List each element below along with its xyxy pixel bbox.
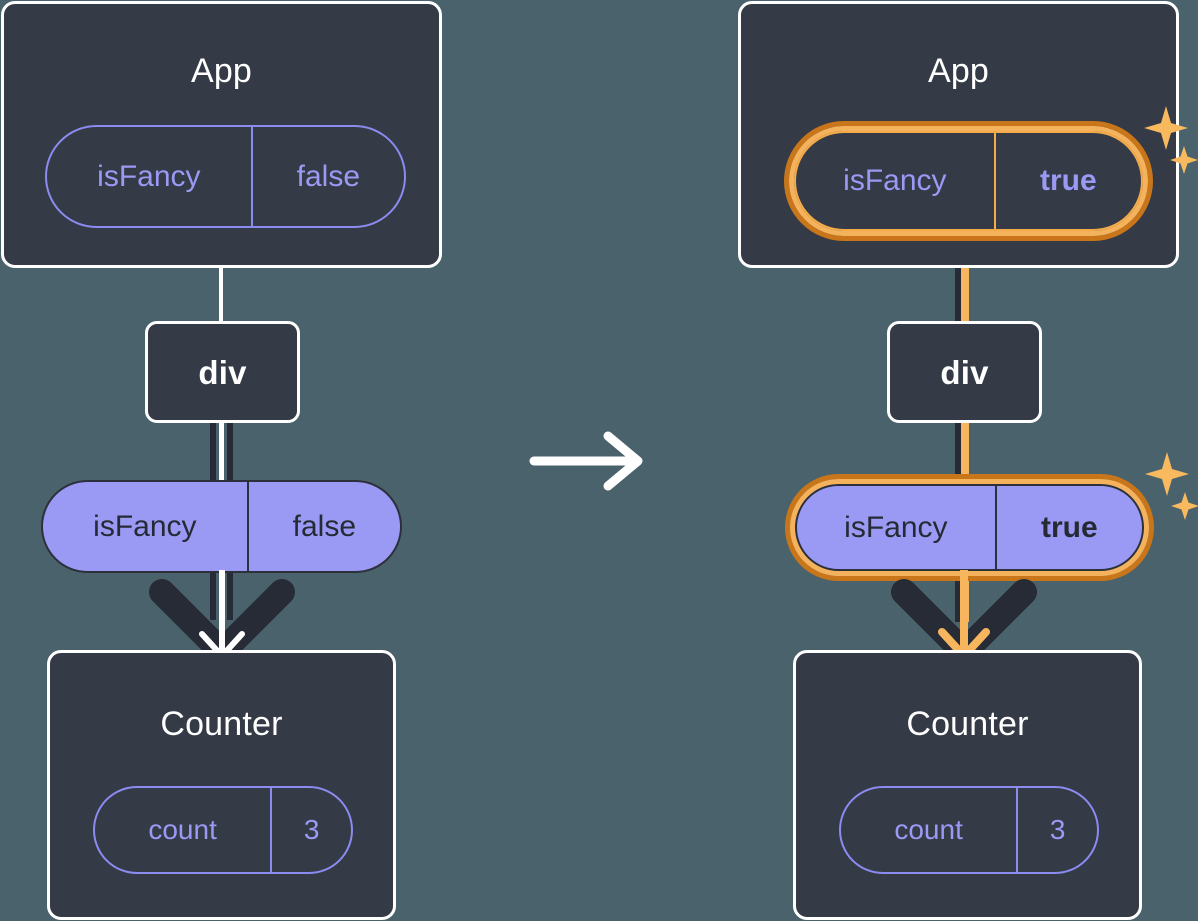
counter-state-key-before: count: [148, 814, 217, 845]
arrow-right-icon: [529, 431, 643, 491]
app-box-before: App isFancy false: [1, 1, 442, 268]
connector-app-to-div-amber-after: [961, 240, 969, 324]
counter-state-key-after: count: [894, 814, 963, 845]
app-state-key-after: isFancy: [843, 164, 947, 197]
app-box-after: App isFancy true: [738, 1, 1198, 268]
div-title-before: div: [198, 354, 247, 391]
counter-state-value-after: 3: [1016, 788, 1097, 872]
prop-key-after: isFancy: [844, 510, 948, 544]
counter-state-value-before: 3: [270, 788, 351, 872]
div-box-after: div: [887, 321, 1042, 423]
app-state-key-before: isFancy: [97, 159, 201, 193]
app-state-value-after: true: [993, 133, 1141, 229]
prop-pill-after[interactable]: isFancy true: [795, 484, 1144, 571]
div-title-after: div: [940, 354, 989, 391]
counter-state-pill-before[interactable]: count 3: [93, 786, 353, 874]
prop-value-before: false: [246, 482, 400, 571]
connector-div-to-prop-dark-after: [955, 421, 965, 483]
app-state-value-before: false: [250, 127, 404, 226]
connector-div-to-prop-dark: [210, 421, 216, 483]
connector-div-to-prop-white: [219, 421, 224, 483]
connector-app-to-div-dark-after: [955, 240, 965, 324]
panel-before: App isFancy false div isFancy false: [0, 0, 461, 921]
connector-prop-to-counter-dark2: [227, 570, 233, 620]
sparkle-icon-prop-after: [1140, 448, 1198, 524]
div-box-before: div: [145, 321, 300, 423]
prop-value-after: true: [994, 486, 1142, 569]
app-title-before: App: [190, 52, 253, 90]
counter-box-before: Counter count 3: [47, 650, 396, 920]
app-state-pill-after[interactable]: isFancy true: [794, 131, 1143, 231]
counter-box-after: Counter count 3: [793, 650, 1142, 920]
counter-title-after: Counter: [906, 705, 1029, 743]
prop-key-before: isFancy: [93, 509, 197, 543]
app-state-pill-before[interactable]: isFancy false: [45, 125, 406, 228]
sparkle-icon-app-after: [1139, 102, 1198, 178]
connector-app-to-div: [219, 265, 223, 323]
connector-div-to-prop-dark2: [227, 421, 233, 483]
connector-prop-to-counter-dark: [210, 570, 216, 620]
counter-title-before: Counter: [160, 705, 283, 743]
connector-div-to-prop-amber-after: [961, 421, 969, 483]
counter-state-pill-after[interactable]: count 3: [839, 786, 1099, 874]
panel-after: App isFancy true div isFancy true: [737, 0, 1198, 921]
prop-pill-before[interactable]: isFancy false: [41, 480, 402, 573]
transition-arrow: [528, 430, 648, 492]
app-title-after: App: [927, 52, 990, 90]
